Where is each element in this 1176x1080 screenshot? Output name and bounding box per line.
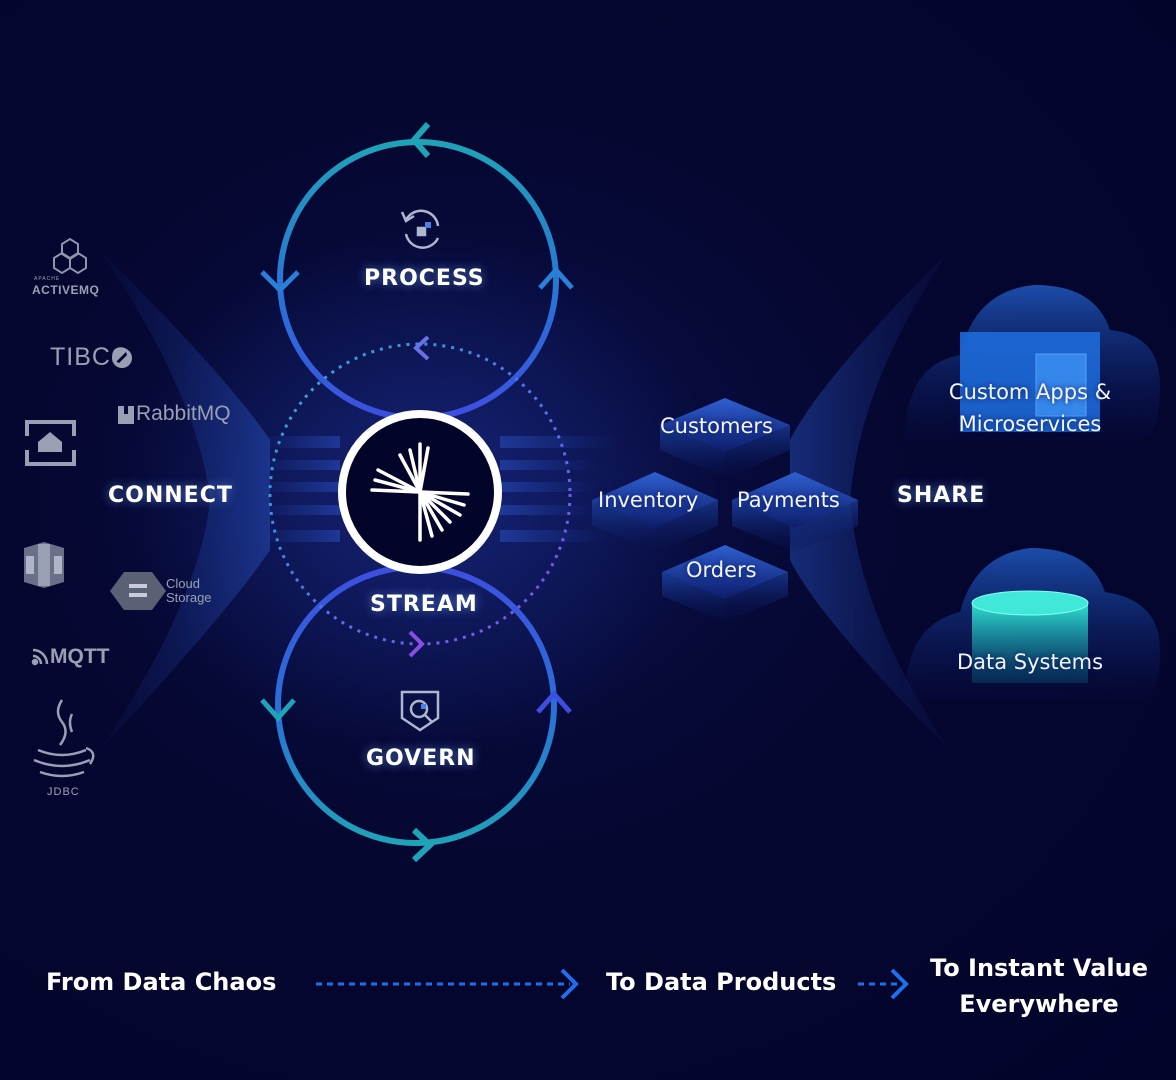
process-label: PROCESS [364, 266, 485, 291]
center-logo-ring [338, 410, 502, 574]
stream-arrow-top [413, 335, 430, 361]
activemq-logo-icon [53, 237, 87, 275]
process-icon [400, 209, 440, 249]
product-payments: Payments [737, 488, 840, 512]
cloud-storage-line2: Storage [166, 590, 212, 605]
connect-label: CONNECT [108, 483, 233, 508]
rabbitmq-logo: RabbitMQ [136, 402, 231, 425]
footer-value-line1: To Instant Value [930, 954, 1148, 982]
activemq-apache-text: APACHE [34, 276, 61, 282]
product-cube-customers [660, 398, 790, 478]
tibco-logo-icon [112, 348, 132, 368]
rabbitmq-logo-icon [118, 406, 134, 424]
java-logo-icon [33, 699, 95, 778]
apps-cloud [905, 285, 1160, 440]
cloud-storage-logo-icon [110, 572, 166, 610]
dashboard-logo-icon [25, 420, 76, 466]
product-cube-inventory [592, 472, 718, 552]
product-inventory: Inventory [598, 488, 699, 512]
footer-to-products-text: To Data Products [606, 968, 837, 996]
govern-icon [400, 690, 440, 732]
footer-arrow-1 [316, 968, 579, 1000]
tibco-logo: TIBCO [50, 343, 132, 371]
cloud-storage-line1: Cloud [166, 576, 200, 591]
footer-value-text: To Instant Value Everywhere [926, 950, 1152, 1022]
footer-from-text: From Data Chaos [46, 968, 277, 996]
apps-label-line2: Microservices [958, 412, 1102, 436]
jdbc-logo: JDBC [47, 786, 80, 798]
product-customers: Customers [660, 414, 773, 438]
share-label: SHARE [897, 483, 986, 508]
stream-label: STREAM [370, 592, 478, 617]
mqtt-logo: MQTT [50, 645, 110, 668]
govern-arrow-left [260, 698, 296, 722]
govern-label: GOVERN [366, 746, 476, 771]
footer-value-line2: Everywhere [959, 990, 1119, 1018]
aws-logo-icon [24, 542, 64, 588]
activemq-logo: ACTIVEMQ [32, 283, 100, 297]
cloud-storage-logo: Cloud Storage [166, 577, 212, 605]
govern-arrow-bottom [411, 827, 435, 863]
product-cube-payments [732, 472, 858, 552]
apps-label-line1: Custom Apps & [948, 380, 1112, 404]
process-arrow-top [410, 122, 431, 158]
confluent-logo-icon [370, 442, 470, 542]
govern-arrow-right [536, 690, 572, 714]
stream-arrow-bottom [408, 630, 425, 658]
apps-label: Custom Apps & Microservices [930, 376, 1130, 440]
process-arrow-left [260, 270, 300, 294]
product-cube-orders [662, 545, 788, 622]
connect-fan [100, 250, 270, 750]
share-beams [500, 436, 620, 542]
product-orders: Orders [686, 558, 757, 582]
data-systems-cloud [905, 548, 1160, 700]
data-systems-label: Data Systems [956, 650, 1104, 674]
mqtt-logo-icon [31, 648, 49, 666]
footer-arrow-2 [858, 968, 909, 1000]
process-arrow-right [538, 266, 574, 290]
connect-beams [250, 436, 340, 542]
